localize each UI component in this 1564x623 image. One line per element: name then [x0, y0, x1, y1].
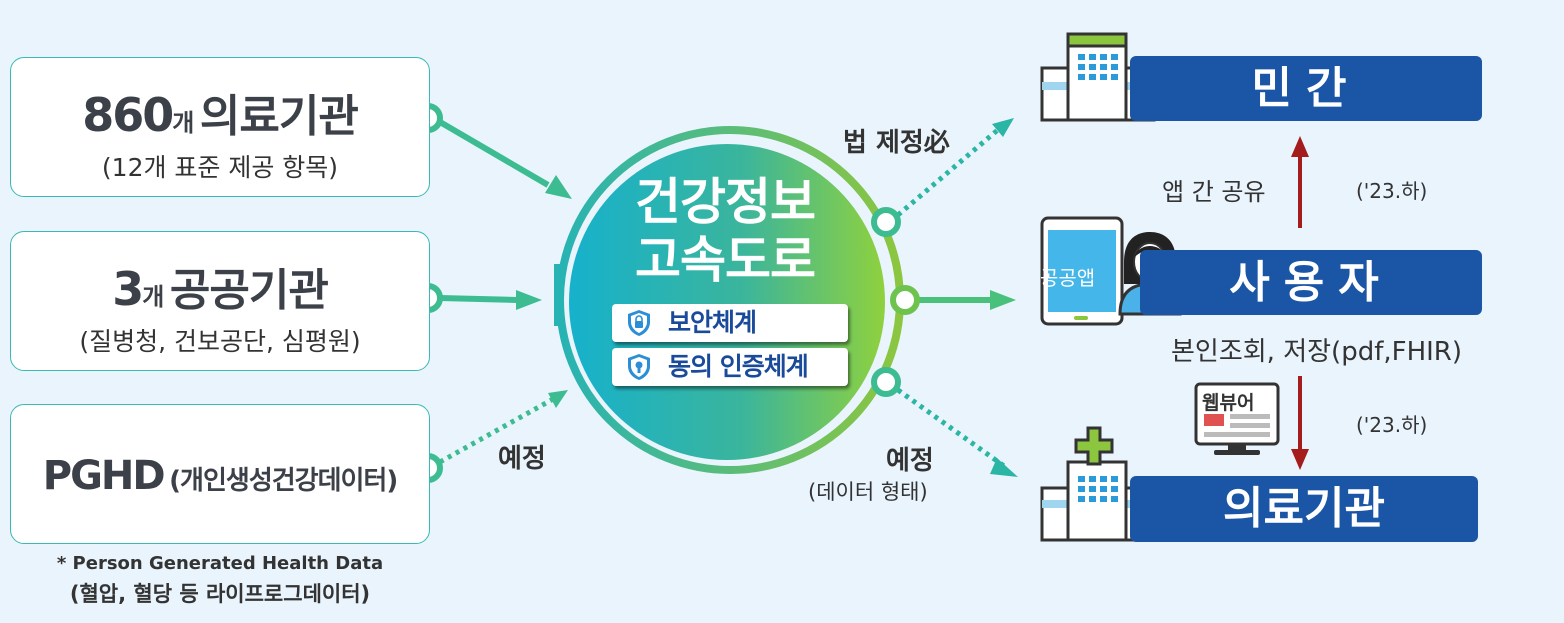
date-upper-label: ('23.하)	[1356, 179, 1428, 203]
edge-to-user	[890, 285, 1016, 315]
date-lower-label: ('23.하)	[1356, 413, 1428, 437]
medical-edge-label: 예정	[886, 446, 934, 476]
app-share-label: 앱 간 공유	[1162, 178, 1266, 206]
source-medical-sub: (12개 표준 제공 항목)	[101, 153, 339, 182]
web-viewer-label: 웹뷰어	[1202, 392, 1255, 414]
private-edge-label: 법 제정必	[843, 128, 950, 158]
source-medical-count: 860	[82, 88, 174, 142]
target-private-bar: 민간	[1130, 56, 1482, 121]
security-label: 보안체계	[668, 308, 757, 337]
hub-title-line1: 건강정보	[635, 173, 816, 231]
target-user-bar: 사용자	[1140, 250, 1482, 315]
arrow-user-to-private	[1291, 136, 1309, 228]
hub-title-line2: 고속도로	[635, 231, 816, 289]
pghd-edge-label: 예정	[498, 444, 546, 474]
key-shield-icon	[628, 354, 650, 380]
source-public-label: 공공기관	[169, 265, 329, 316]
pghd-note-kr: (혈압, 혈당 등 라이프로그데이터)	[69, 582, 371, 606]
consent-label: 동의 인증체계	[668, 352, 809, 381]
lock-shield-icon	[628, 310, 650, 336]
security-pill: 보안체계	[612, 304, 848, 342]
source-pghd-box: PGHD (개인생성건강데이터)	[10, 404, 430, 544]
source-medical-unit: 개	[172, 109, 195, 137]
edge-public-source	[413, 283, 542, 313]
target-medical-bar: 의료기관	[1130, 476, 1478, 542]
source-public-sub: (질병청, 건보공단, 심평원)	[79, 327, 361, 356]
source-public-box: 3개 공공기관 (질병청, 건보공단, 심평원)	[10, 231, 430, 371]
source-public-unit: 개	[142, 283, 165, 311]
edge-to-private	[871, 118, 1014, 237]
source-medical-box: 860개 의료기관 (12개 표준 제공 항목)	[10, 57, 430, 197]
private-building-icon	[1040, 32, 1156, 122]
edge-medical-source	[413, 103, 572, 199]
user-desc-label: 본인조회, 저장(pdf,FHIR)	[1171, 337, 1463, 367]
tablet-icon	[1040, 216, 1124, 326]
source-public-count: 3	[112, 262, 144, 316]
web-viewer-icon	[1194, 382, 1280, 455]
pghd-note-en: * Person Generated Health Data	[56, 553, 384, 574]
source-pghd-desc: (개인생성건강데이터)	[169, 466, 398, 496]
arrow-user-to-medical	[1291, 376, 1309, 470]
medical-edge-sub: (데이터 형태)	[808, 480, 928, 504]
consent-pill: 동의 인증체계	[612, 348, 848, 386]
source-pghd-label: PGHD	[42, 453, 166, 499]
phone-app-label: 공공앱	[1040, 266, 1096, 290]
edge-to-medical	[871, 367, 1018, 477]
source-medical-label: 의료기관	[199, 91, 359, 142]
